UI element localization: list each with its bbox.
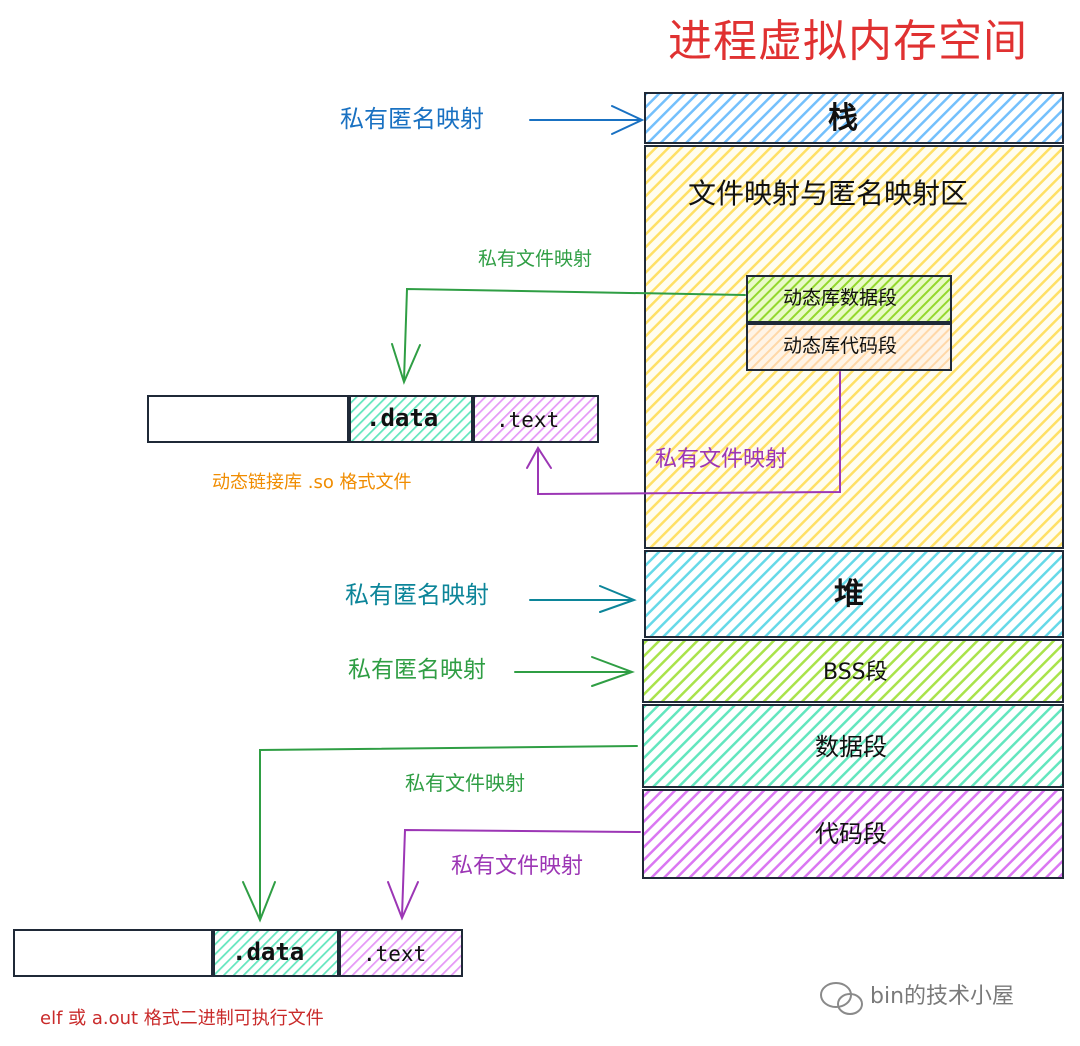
so-text-label: .text — [496, 408, 560, 432]
wechat-icon — [820, 982, 863, 1015]
elf-text-label: .text — [363, 942, 427, 966]
heap-mapping-label: 私有匿名映射 — [345, 581, 489, 609]
stack-segment — [644, 92, 1064, 144]
lib-data-segment — [746, 275, 952, 323]
text-segment — [642, 789, 1064, 879]
watermark-text: bin的技术小屋 — [870, 984, 1015, 1009]
lib-text-label: 动态库代码段 — [783, 335, 898, 357]
elf-file-data-block — [213, 929, 339, 977]
bss-mapping-arrow — [514, 656, 635, 687]
lib-text-segment — [746, 323, 952, 371]
elf-data-label: .data — [232, 938, 305, 966]
text-mapping-label: 私有文件映射 — [451, 854, 584, 879]
so-file-text-block — [473, 395, 599, 443]
data-mapping-label: 私有文件映射 — [405, 771, 525, 795]
bss-segment — [642, 639, 1064, 703]
text-segment-label: 代码段 — [815, 820, 887, 848]
data-segment-label: 数据段 — [815, 733, 887, 761]
text-segment-file-mapping-arrow — [387, 828, 641, 921]
stack-mapping-label: 私有匿名映射 — [340, 105, 484, 133]
elf-file-text-block — [339, 929, 463, 977]
heap-label: 堆 — [834, 577, 864, 612]
bss-label: BSS段 — [823, 660, 888, 685]
so-file-data-block — [349, 395, 473, 443]
stack-label: 栈 — [828, 101, 858, 136]
data-segment-file-mapping-arrow — [242, 745, 638, 923]
lib-data-file-mapping-arrow — [391, 287, 746, 385]
diagram-title: 进程虚拟内存空间 — [668, 16, 1028, 67]
so-file-caption: 动态链接库 .so 格式文件 — [212, 472, 412, 493]
elf-file-header-block — [13, 929, 213, 977]
lib-data-label: 动态库数据段 — [783, 287, 898, 309]
so-file-header-block — [147, 395, 349, 443]
heap-segment — [644, 550, 1064, 638]
elf-file-caption: elf 或 a.out 格式二进制可执行文件 — [40, 1008, 324, 1029]
mapping-region-label: 文件映射与匿名映射区 — [688, 177, 969, 210]
data-segment — [642, 704, 1064, 788]
stack-mapping-arrow — [529, 105, 645, 135]
so-data-label: .data — [366, 404, 439, 432]
heap-mapping-arrow — [529, 585, 637, 613]
lib-text-mapping-label: 私有文件映射 — [655, 447, 788, 472]
lib-data-mapping-label: 私有文件映射 — [478, 248, 593, 270]
bss-mapping-label: 私有匿名映射 — [348, 657, 486, 683]
lib-text-file-mapping-arrow — [526, 371, 841, 496]
